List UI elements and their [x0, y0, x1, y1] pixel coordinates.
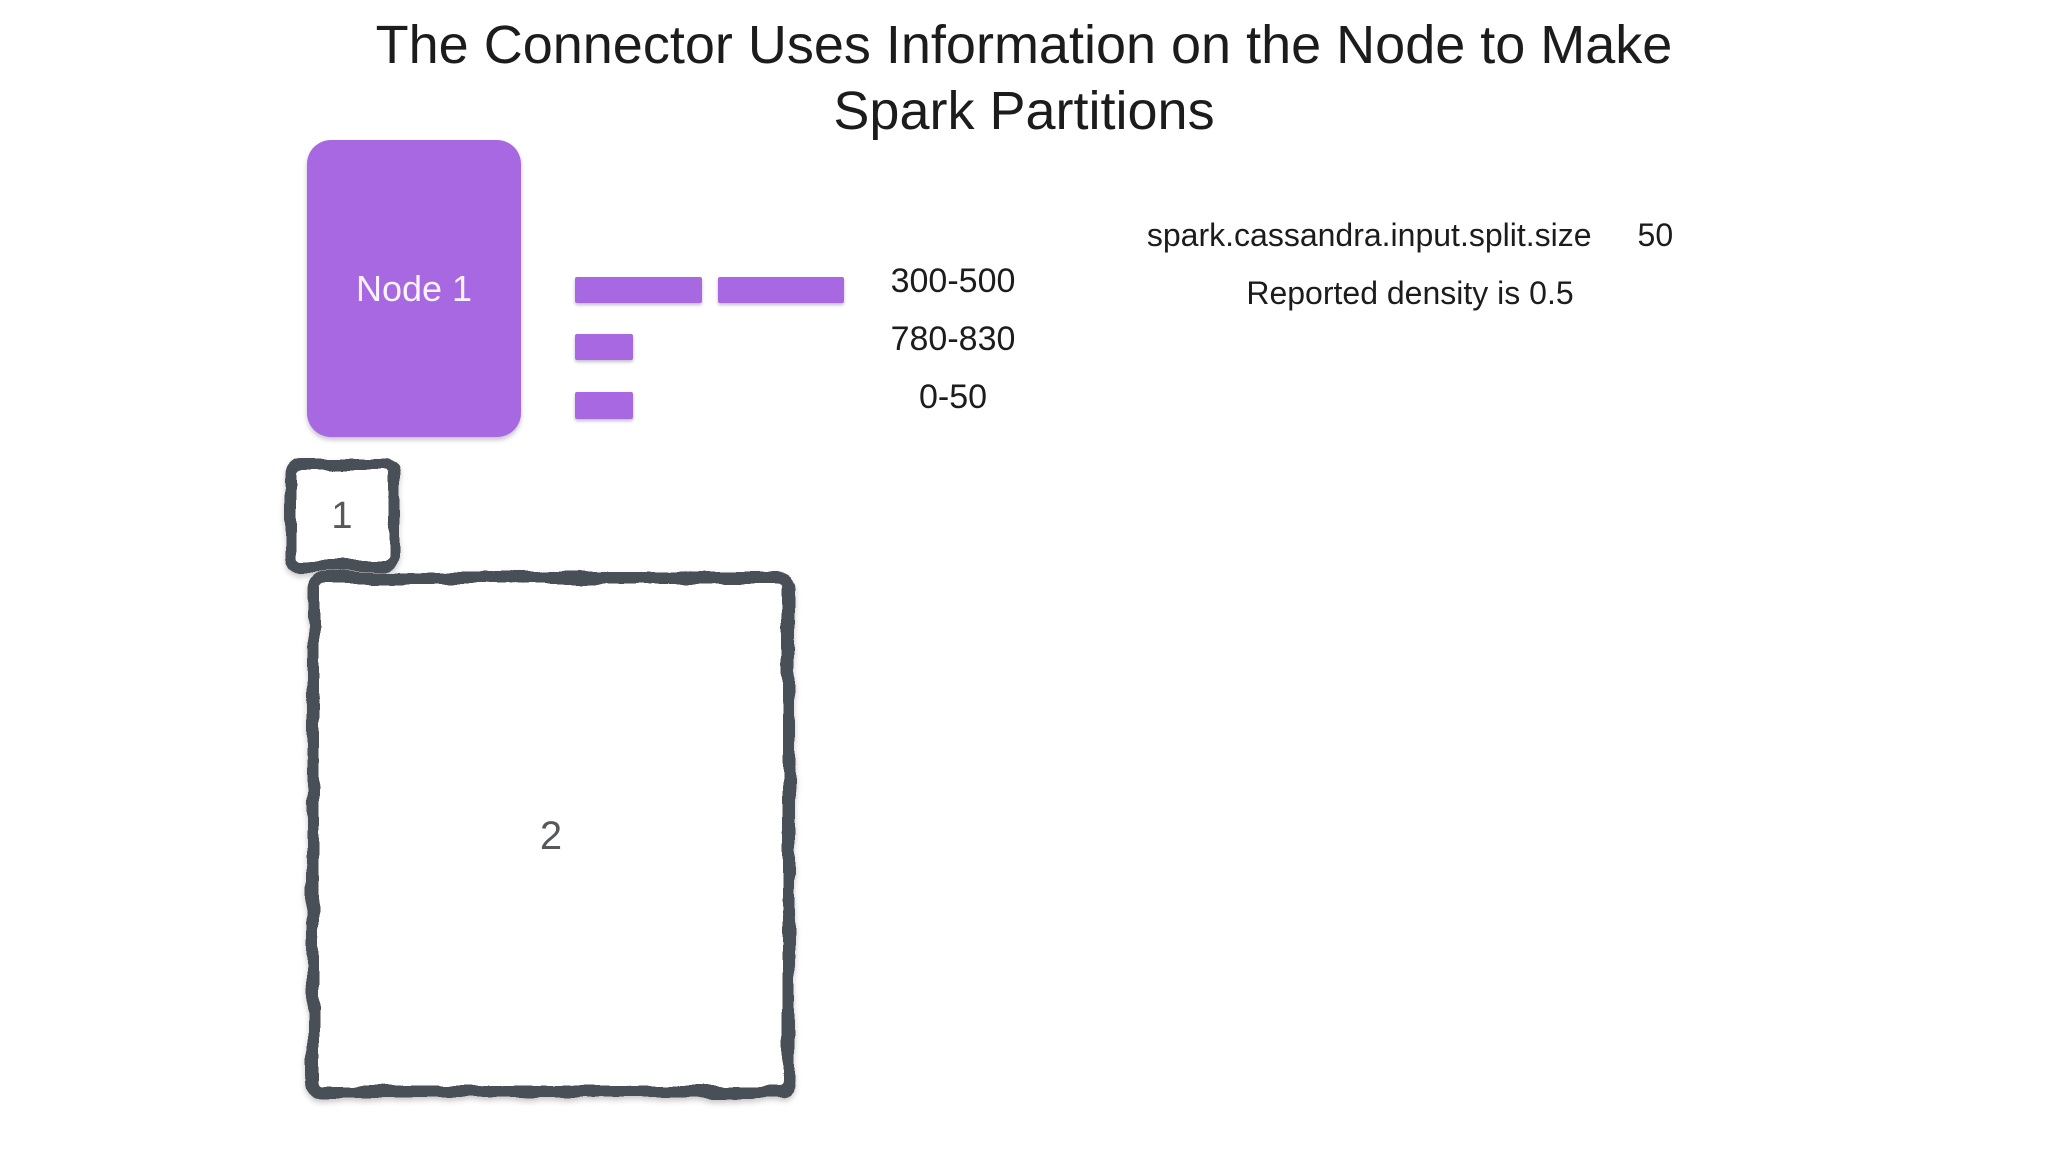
token-range-bar-0-50 [575, 392, 633, 419]
token-range-label-0-50: 0-50 [918, 378, 988, 416]
slide-title-line-2: Spark Partitions [833, 81, 1215, 141]
config-annotation: spark.cassandra.input.split.size 50 Repor… [1120, 216, 1700, 312]
token-range-bar-300-500-b [718, 277, 844, 303]
node-1-box: Node 1 [307, 140, 521, 437]
config-density-note: Reported density is 0.5 [1246, 275, 1574, 311]
node-1-label: Node 1 [355, 267, 473, 309]
token-range-bar-780-830 [575, 334, 633, 360]
config-split-size-value: 50 [1637, 217, 1674, 253]
partition-1-label: 1 [331, 495, 353, 537]
slide-title-line-1: The Connector Uses Information on the No… [375, 15, 1673, 75]
slide-title: The Connector Uses Information on the No… [0, 12, 2048, 144]
partition-2-label: 2 [539, 814, 563, 858]
token-range-bar-300-500-a [575, 277, 702, 303]
token-range-label-780-830: 780-830 [890, 320, 1016, 358]
config-split-size-key: spark.cassandra.input.split.size [1146, 217, 1592, 253]
config-split-size-line: spark.cassandra.input.split.size 50 [1120, 216, 1700, 254]
token-range-label-300-500: 300-500 [890, 262, 1016, 300]
